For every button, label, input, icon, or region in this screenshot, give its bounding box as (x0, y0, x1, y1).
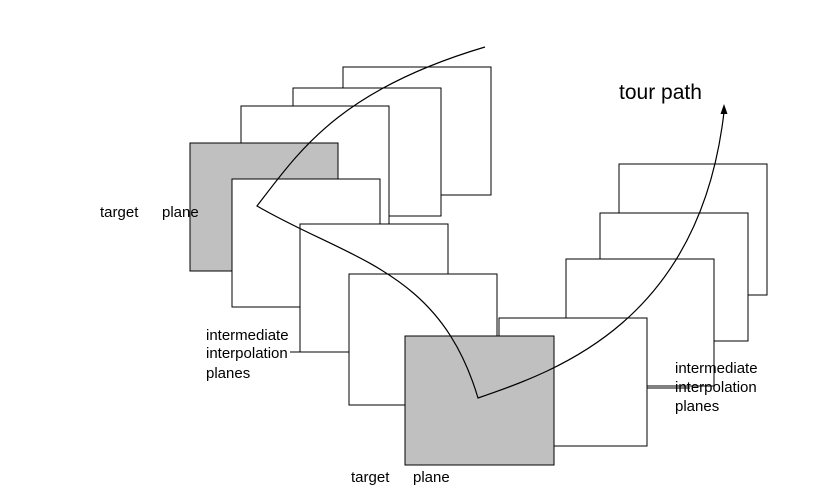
intermediate-left-label-line3: planes (206, 365, 250, 382)
tour-path-arrowhead (720, 104, 728, 114)
intermediate-left-label-line1: intermediate (206, 327, 289, 344)
target-plane-bottom-label-word1: target (351, 469, 390, 486)
intermediate-left-label-line2: interpolation (206, 345, 288, 362)
target-plane-left-label-word2: plane (162, 204, 199, 221)
intermediate-right-label-line1: intermediate (675, 360, 758, 377)
target-plane-left-label-word1: target (100, 204, 139, 221)
intermediate-right-label-line2: interpolation (675, 379, 757, 396)
target-plane-bottom (404, 335, 555, 466)
right-plane-stack (404, 163, 768, 466)
tour-path-curve (256, 46, 725, 399)
intermediate-right-label-line3: planes (675, 398, 719, 415)
target-plane-bottom-label-word2: plane (413, 469, 450, 486)
tour-path-label: tour path (619, 81, 702, 104)
